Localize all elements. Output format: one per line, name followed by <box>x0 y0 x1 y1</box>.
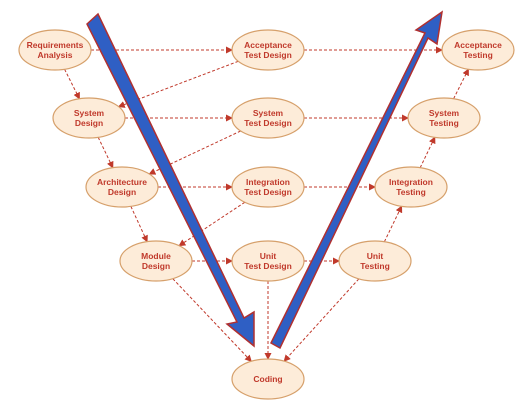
node-label: Test Design <box>244 261 292 271</box>
node-ellipse <box>231 240 305 282</box>
node-label: Design <box>75 118 103 128</box>
node-label: Test Design <box>244 187 292 197</box>
node-label: Unit <box>260 251 277 261</box>
node-label: Test Design <box>244 50 292 60</box>
node-ellipse <box>407 97 481 139</box>
connector-st-to-at <box>453 68 469 99</box>
node-label: Integration <box>389 177 433 187</box>
connector-ad-to-md <box>130 206 148 243</box>
connector-ut-to-cod <box>283 278 360 362</box>
node-label: Acceptance <box>244 40 292 50</box>
node-label: Acceptance <box>454 40 502 50</box>
node-label: Unit <box>367 251 384 261</box>
node-ellipse <box>338 240 412 282</box>
node-label: Design <box>108 187 136 197</box>
node-label: Requirements <box>27 40 84 50</box>
node-label: Integration <box>246 177 290 187</box>
node-label: Coding <box>253 374 282 384</box>
node-label: Test Design <box>244 118 292 128</box>
node-label: System <box>253 108 284 118</box>
connector-itd-to-md <box>178 201 246 247</box>
node-label: Module <box>141 251 171 261</box>
connector-req-to-sd <box>64 69 80 100</box>
node-ellipse <box>231 97 305 139</box>
node-label: System <box>74 108 105 118</box>
node-ellipse <box>231 166 305 208</box>
connector-md-to-cod <box>172 278 252 363</box>
connector-it-to-st <box>419 136 436 168</box>
node-label: Testing <box>463 50 493 60</box>
node-ellipse <box>231 29 305 71</box>
node-label: System <box>429 108 460 118</box>
node-label: Testing <box>360 261 390 271</box>
node-label: Analysis <box>38 50 73 60</box>
connector-std-to-ad <box>148 130 241 175</box>
node-ellipse <box>85 166 159 208</box>
v-arrows <box>86 10 444 350</box>
node-ellipse <box>18 29 92 71</box>
node-ellipse <box>119 240 193 282</box>
upward-arrow <box>270 10 444 350</box>
node-ellipse <box>441 29 515 71</box>
connector-sd-to-ad <box>97 137 114 169</box>
connector-ut-to-it <box>383 205 403 242</box>
node-ellipse <box>52 97 126 139</box>
node-label: Testing <box>396 187 426 197</box>
node-label: Design <box>142 261 170 271</box>
downward-arrow <box>86 12 255 348</box>
node-label: Testing <box>429 118 459 128</box>
node-ellipse <box>231 358 305 400</box>
node-ellipse <box>374 166 448 208</box>
node-cod: Coding <box>231 358 305 400</box>
node-label: Architecture <box>97 177 147 187</box>
